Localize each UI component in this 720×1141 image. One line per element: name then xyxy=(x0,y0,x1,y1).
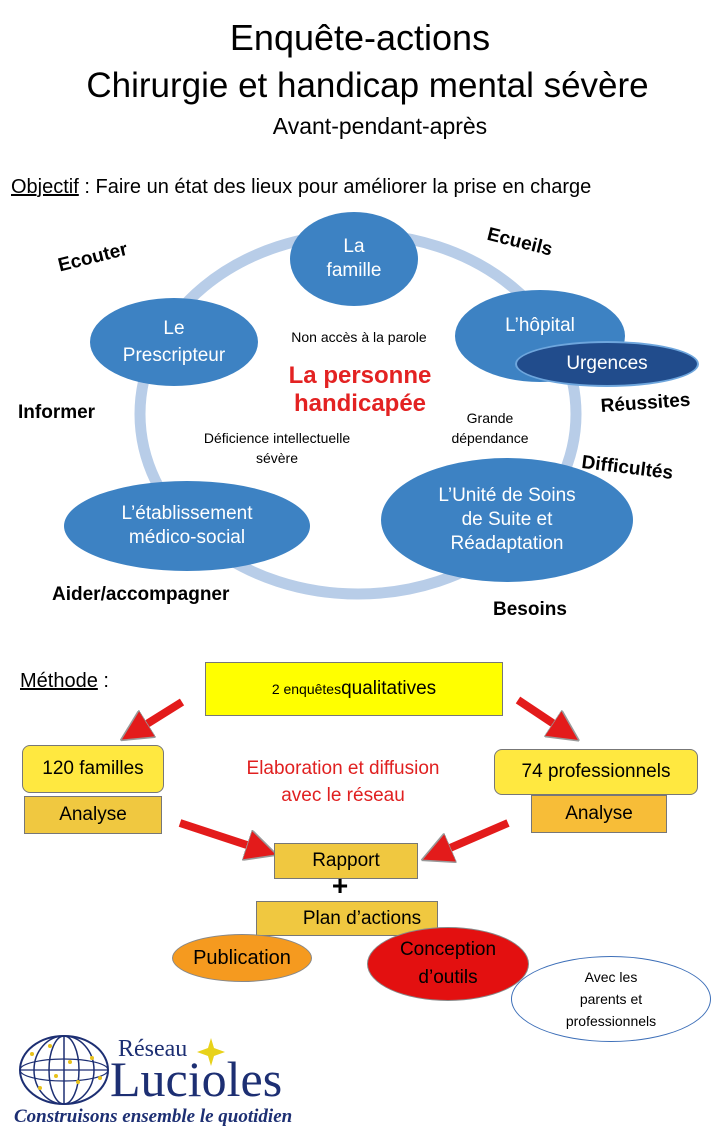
method-heading: Méthode : xyxy=(20,670,109,693)
oval-publication: Publication xyxy=(172,934,312,982)
box-rapport: Rapport xyxy=(274,843,418,879)
box-enquetes: 2 enquêtes qualitatives xyxy=(205,662,503,716)
label-aider: Aider/accompagner xyxy=(52,584,230,605)
method-arrows xyxy=(0,696,720,900)
label-informer: Informer xyxy=(18,402,96,423)
arrow-left-to-rapport xyxy=(178,819,262,850)
method-label: Méthode xyxy=(20,670,98,692)
box-professionnels: 74 professionnels xyxy=(494,749,698,795)
method-separator: : xyxy=(97,670,109,692)
arrow-right-to-rapport xyxy=(436,819,510,854)
logo-tagline: Construisons ensemble le quotidien xyxy=(14,1106,293,1127)
box-familles: 120 familles xyxy=(22,745,164,793)
plus-sign: + xyxy=(331,870,349,901)
objective-separator: : xyxy=(78,176,96,198)
sparkle-icon xyxy=(197,1038,225,1066)
arrow-to-familles xyxy=(134,698,185,732)
box-analyse-right: Analyse xyxy=(531,795,667,833)
objective-label: Objectif xyxy=(11,176,79,198)
page-title-line2: Chirurgie et handicap mental sévère xyxy=(86,66,649,105)
box-plan-actions: Plan d’actions xyxy=(256,901,438,936)
logo-reseau: Réseau xyxy=(118,1036,188,1062)
logo-lucioles: Lucioles xyxy=(110,1051,283,1107)
text-non-acces: Non accès à la parole xyxy=(291,329,427,345)
node-urgences: Urgences xyxy=(515,341,699,387)
label-besoins: Besoins xyxy=(493,599,567,620)
page-subtitle: Avant-pendant-après xyxy=(272,113,488,139)
arrow-to-professionnels xyxy=(515,696,566,732)
objective-line: Objectif : Faire un état des lieux pour … xyxy=(11,175,591,199)
globe-logo-icon xyxy=(19,1035,109,1105)
box-analyse-left: Analyse xyxy=(24,796,162,834)
page-title: Enquête-actions xyxy=(229,17,491,58)
objective-text: Faire un état des lieux pour améliorer l… xyxy=(95,176,592,198)
